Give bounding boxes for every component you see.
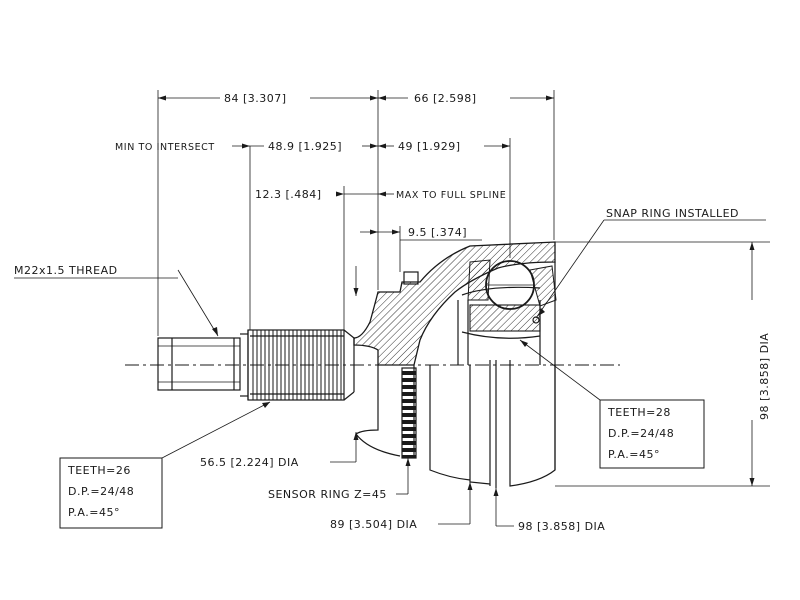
spec-left-teeth: TEETH=26	[67, 464, 131, 477]
dim-9-5-text: 9.5 [.374]	[408, 226, 467, 239]
dim-48-9: 48.9 [1.925]	[268, 140, 342, 153]
dim-12-3: 12.3 [.484]	[255, 188, 322, 201]
label-min-to-intersect: MIN TO INTERSECT	[115, 142, 215, 153]
label-max-full-spline: MAX TO FULL SPLINE	[396, 190, 506, 201]
sensor-ring	[401, 367, 417, 459]
spec-right-teeth: TEETH=28	[607, 406, 671, 419]
dim-overall: 84 [3.307] 66 [2.598]	[157, 90, 555, 336]
spec-left-dp: D.P.=24/48	[68, 485, 134, 498]
dim-sensor-ring: SENSOR RING Z=45	[268, 458, 411, 501]
outer-spline	[247, 329, 355, 401]
dim-98-bottom: 98 [3.858] DIA	[493, 488, 605, 533]
spec-box-left: TEETH=26 D.P.=24/48 P.A.=45°	[59, 401, 271, 529]
spec-right-dp: D.P.=24/48	[608, 427, 674, 440]
spec-right-pa: P.A.=45°	[608, 448, 660, 461]
thread-callout: M22x1.5 THREAD	[14, 264, 219, 337]
dim-spline: 12.3 [.484] MAX TO FULL SPLINE	[255, 186, 506, 330]
dim-56-5: 56.5 [2.224] DIA	[200, 432, 359, 469]
dim-56-5-text: 56.5 [2.224] DIA	[200, 456, 299, 469]
dim-98-vertical: 98 [3.858] DIA	[555, 241, 771, 487]
dim-98-bottom-text: 98 [3.858] DIA	[518, 520, 605, 533]
dim-98-vert-text: 98 [3.858] DIA	[758, 333, 771, 420]
dim-intersect: MIN TO INTERSECT 48.9 [1.925] 49 [1.929]	[115, 138, 511, 330]
spec-box-right: TEETH=28 D.P.=24/48 P.A.=45°	[519, 339, 705, 469]
dim-89: 89 [3.504] DIA	[330, 482, 473, 531]
sensor-ring-text: SENSOR RING Z=45	[268, 488, 387, 501]
dim-66: 66 [2.598]	[414, 92, 477, 105]
label-snap-ring: SNAP RING INSTALLED	[606, 207, 739, 220]
dim-89-text: 89 [3.504] DIA	[330, 518, 417, 531]
dim-84: 84 [3.307]	[224, 92, 287, 105]
spec-left-pa: P.A.=45°	[68, 506, 120, 519]
dim-9-5: 9.5 [.374]	[353, 226, 482, 296]
dim-49: 49 [1.929]	[398, 140, 461, 153]
bell-housing	[353, 241, 557, 488]
label-thread: M22x1.5 THREAD	[14, 264, 118, 277]
snap-ring-callout: SNAP RING INSTALLED	[535, 207, 766, 319]
